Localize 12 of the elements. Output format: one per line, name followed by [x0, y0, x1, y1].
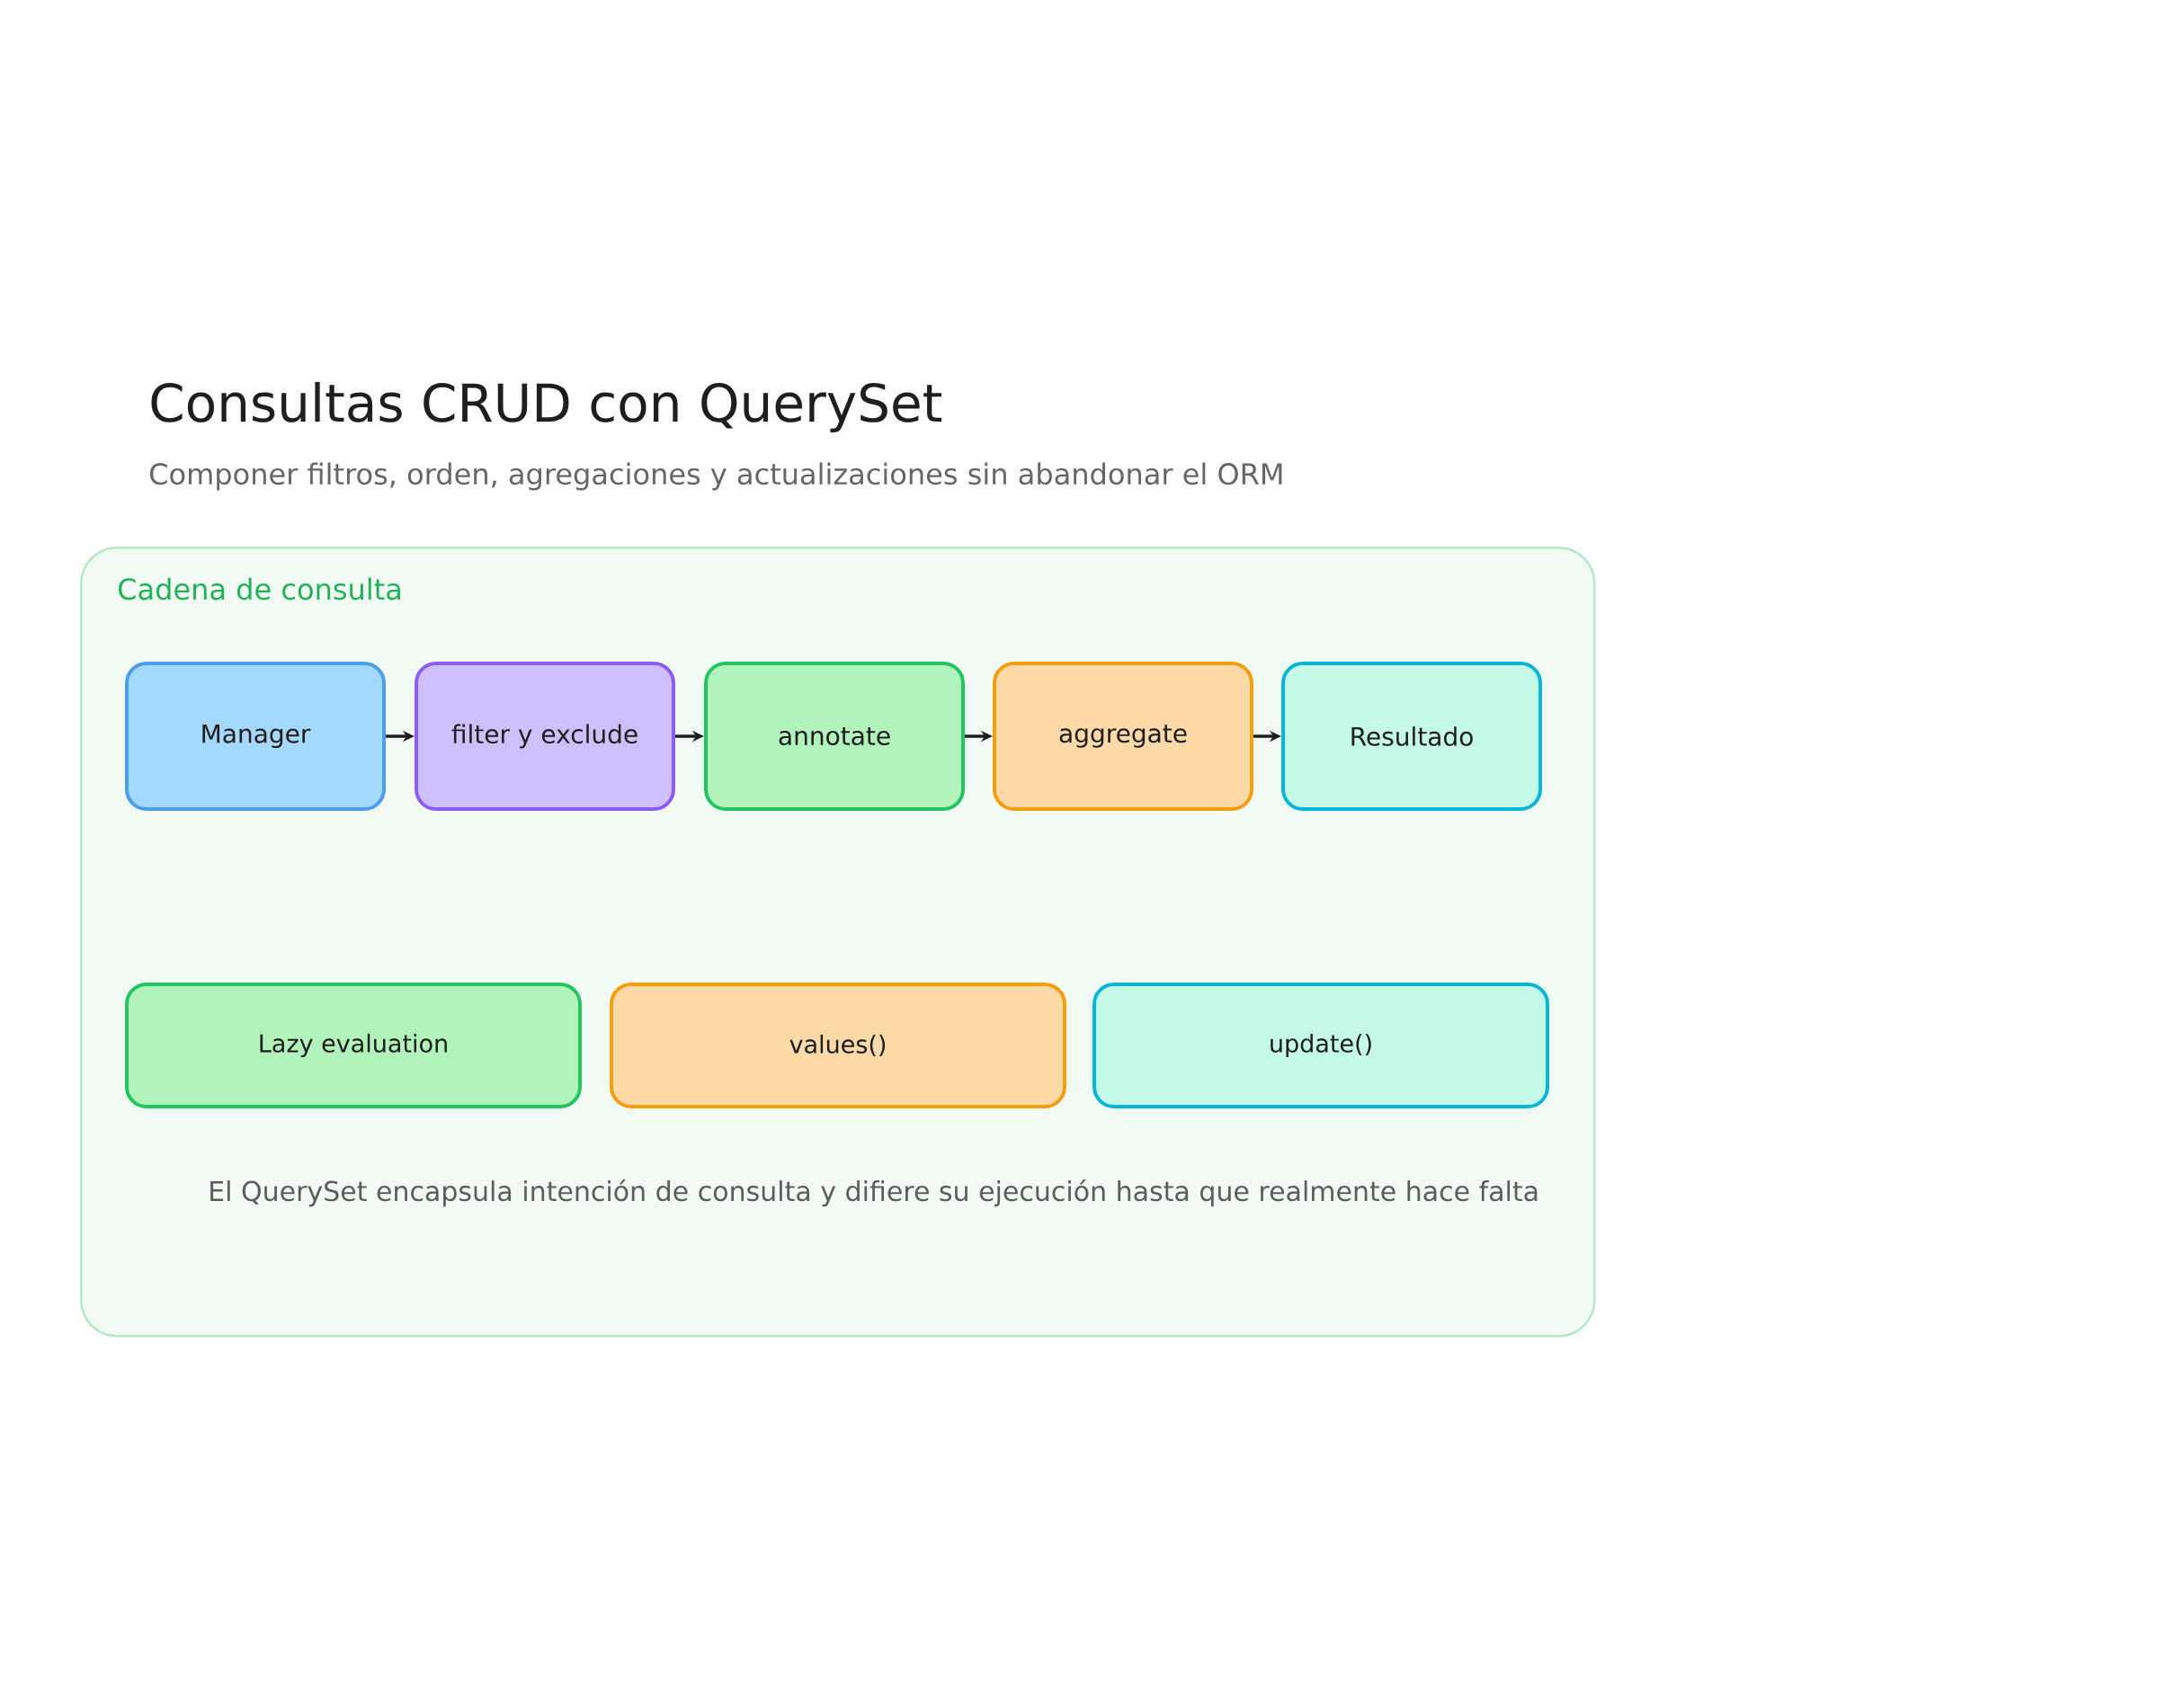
process-box: Manager [125, 662, 386, 811]
note-text: El QuerySet encapsula intención de consulta y difiere su ejecución hasta que realmente hace falta [210, 1179, 1538, 1207]
process-box: annotate [704, 662, 965, 811]
concept-box: Lazy evaluation [125, 983, 582, 1108]
subtitle: Componer filtros, orden, agregaciones y actualizaciones sin abandonar el ORM [150, 462, 1282, 491]
concept-box: update() [1092, 983, 1550, 1108]
concept-box: values() [610, 983, 1066, 1108]
process-box: filter y exclude [415, 662, 675, 811]
title: Consultas CRUD con QuerySet [151, 381, 942, 433]
process-box: aggregate [993, 662, 1253, 811]
panel-heading: Cadena de consulta [119, 577, 400, 600]
process-box: Resultado [1281, 662, 1542, 811]
